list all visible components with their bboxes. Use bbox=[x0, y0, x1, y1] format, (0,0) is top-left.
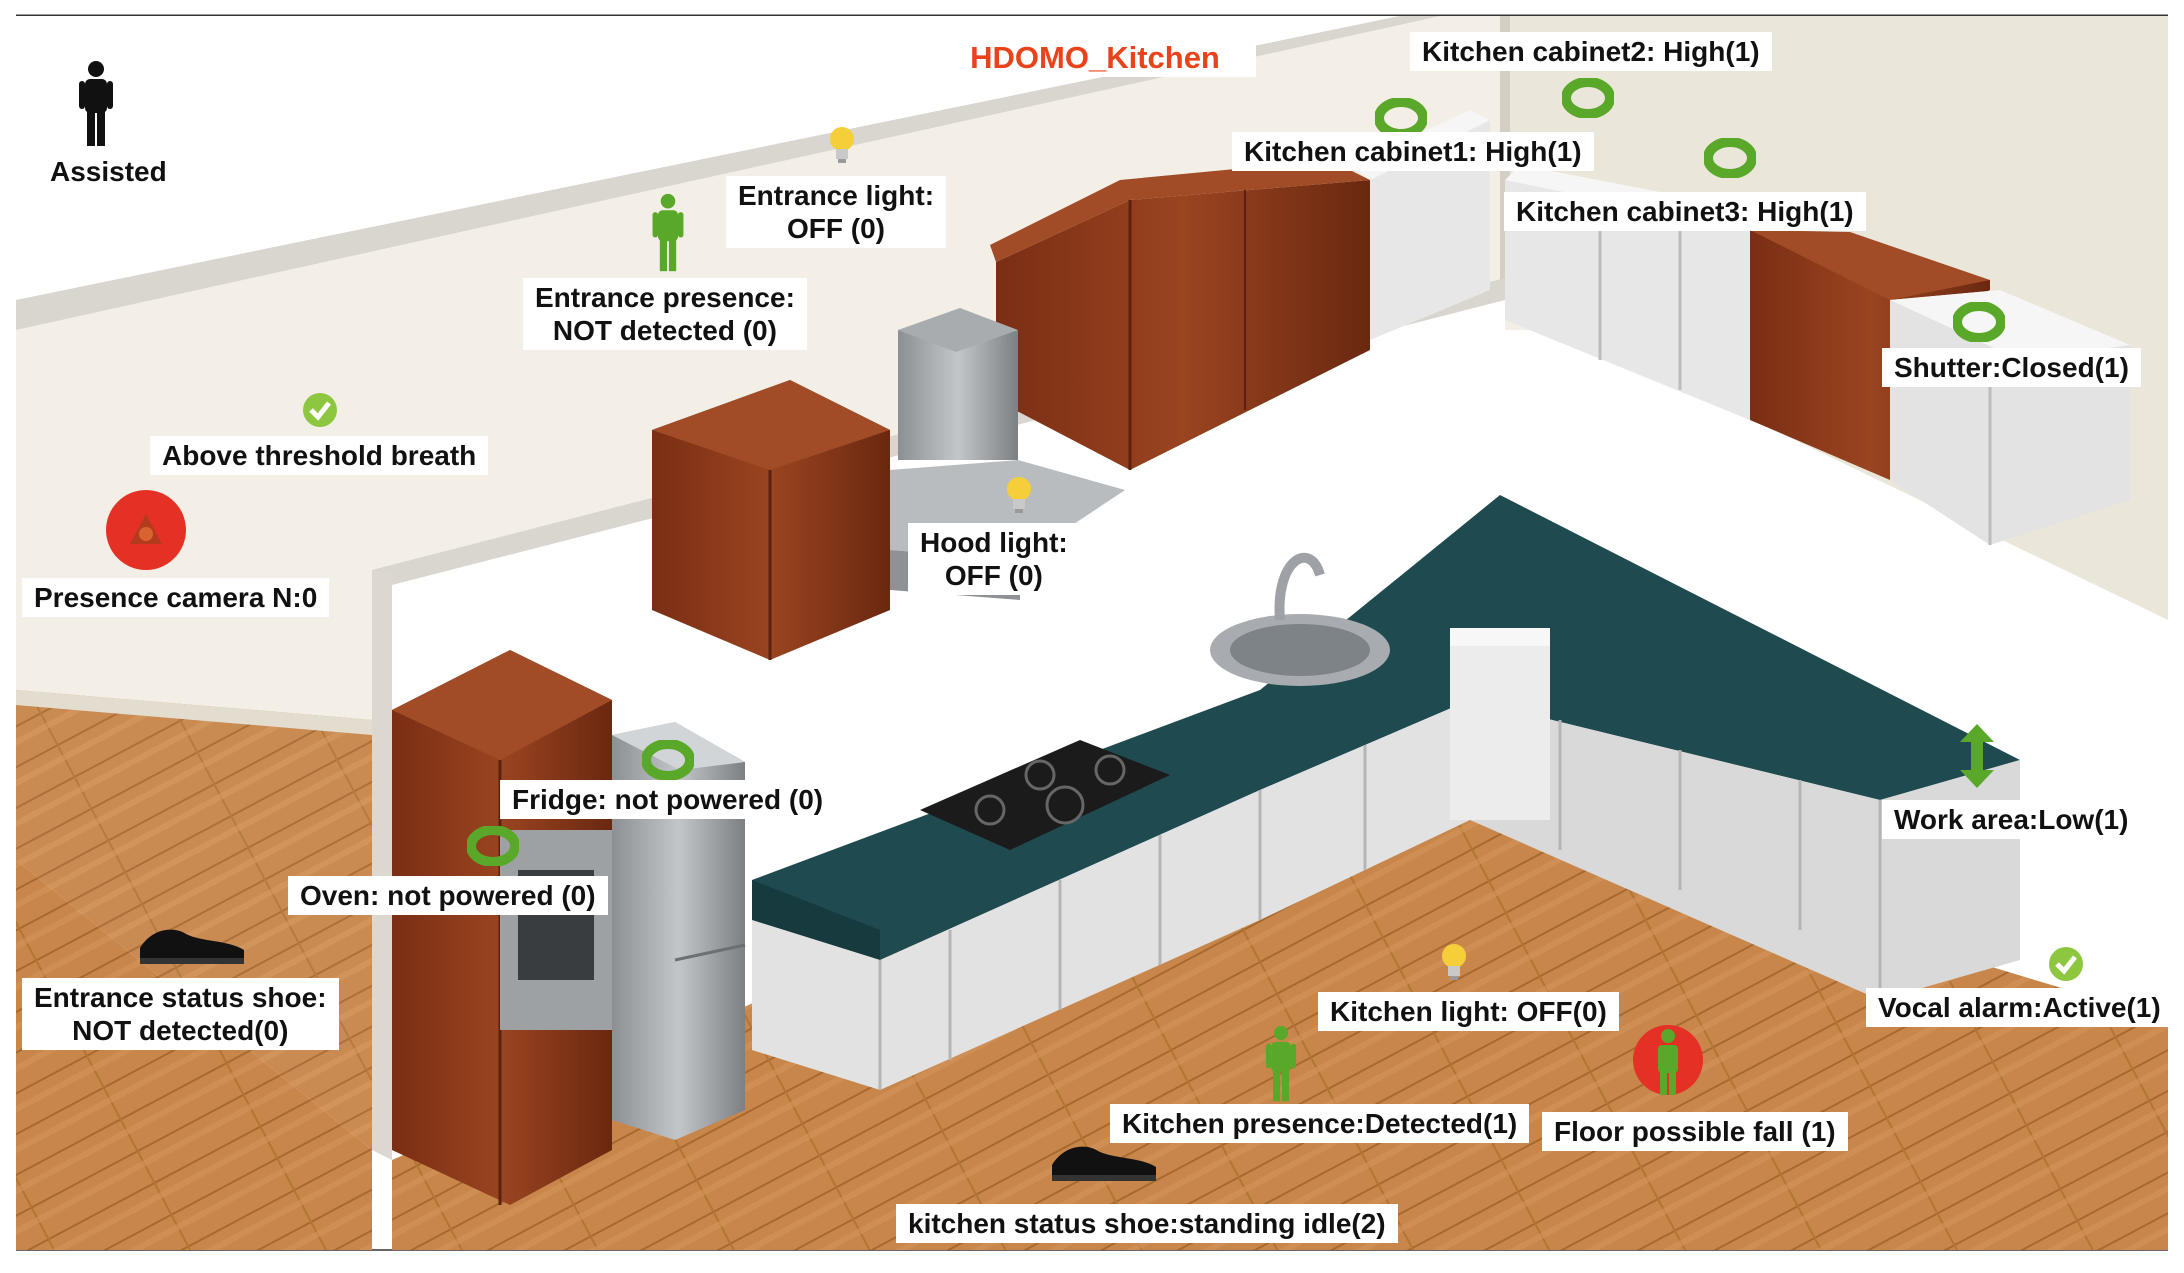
vocal-alarm-label: Vocal alarm:Active(1) bbox=[1866, 988, 2173, 1027]
hood-light-bulb-icon bbox=[1007, 477, 1031, 513]
oven-ring-sensor-icon bbox=[467, 826, 519, 866]
kitchen-cabinet2-label: Kitchen cabinet2: High(1) bbox=[1410, 32, 1772, 71]
cabinet2-ring-sensor-icon bbox=[1562, 78, 1614, 118]
oven-label: Oven: not powered (0) bbox=[288, 876, 608, 915]
entrance-light-label: Entrance light:OFF (0) bbox=[726, 176, 947, 248]
kitchen-presence-person-icon bbox=[1265, 1025, 1297, 1102]
entrance-status-shoe-label: Entrance status shoe:NOT detected(0) bbox=[22, 978, 339, 1050]
vocal-alarm-check-icon bbox=[2049, 947, 2083, 981]
cabinet3-ring-sensor-icon bbox=[1704, 138, 1756, 178]
floor-fall-alarm-icon bbox=[1633, 1025, 1703, 1095]
entrance-presence-person-icon bbox=[652, 193, 684, 272]
presence-camera-alarm-icon bbox=[106, 490, 186, 570]
breath-check-icon bbox=[303, 393, 337, 427]
shutter-label: Shutter:Closed(1) bbox=[1882, 348, 2141, 387]
entrance-shoe-icon bbox=[140, 929, 244, 964]
kitchen-light-label: Kitchen light: OFF(0) bbox=[1318, 992, 1619, 1031]
fridge-ring-sensor-icon bbox=[642, 740, 694, 780]
work-area-label: Work area:Low(1) bbox=[1882, 800, 2141, 839]
kitchen-light-bulb-icon bbox=[1442, 944, 1466, 980]
kitchen-cabinet1-label: Kitchen cabinet1: High(1) bbox=[1232, 132, 1594, 171]
fridge-label: Fridge: not powered (0) bbox=[500, 780, 836, 819]
kitchen-shoe-icon bbox=[1052, 1146, 1156, 1181]
assisted-person-icon bbox=[79, 61, 113, 146]
floor-possible-fall-label: Floor possible fall (1) bbox=[1542, 1112, 1848, 1151]
kitchen-cabinet3-label: Kitchen cabinet3: High(1) bbox=[1504, 192, 1866, 231]
hood-light-label: Hood light:OFF (0) bbox=[908, 523, 1080, 595]
page-title: HDOMO_Kitchen bbox=[934, 38, 1256, 77]
above-threshold-breath-label: Above threshold breath bbox=[150, 436, 489, 475]
kitchen-status-shoe-label: kitchen status shoe:standing idle(2) bbox=[896, 1204, 1398, 1243]
work-area-up-down-arrow-icon bbox=[1960, 724, 1994, 788]
entrance-presence-label: Entrance presence:NOT detected (0) bbox=[523, 278, 807, 350]
entrance-light-bulb-icon bbox=[830, 127, 854, 163]
kitchen-presence-label: Kitchen presence:Detected(1) bbox=[1110, 1104, 1530, 1143]
shutter-ring-sensor-icon bbox=[1953, 302, 2005, 342]
presence-camera-label: Presence camera N:0 bbox=[22, 578, 330, 617]
assisted-label: Assisted bbox=[38, 152, 179, 191]
